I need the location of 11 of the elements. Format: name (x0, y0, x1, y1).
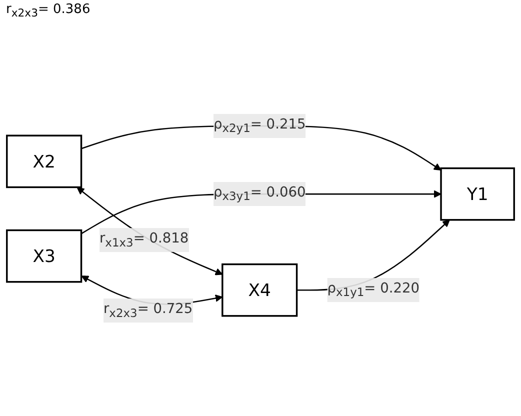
node-box: X2 (6, 135, 82, 189)
node-box: X3 (6, 230, 82, 284)
node-box: Y1 (440, 168, 515, 222)
node-box: X4 (222, 264, 298, 318)
edge-label: ρ$_{x1y1}$= 0.220 (327, 280, 420, 300)
edge-label: ρ$_{x3y1}$= 0.060 (213, 184, 306, 204)
arrow (76, 188, 223, 276)
coefficient-label: r$_{x2x3}$= 0.386 (6, 2, 92, 20)
edge-label: r$_{x2x3}$= 0.725 (104, 300, 193, 321)
edge-label: r$_{x1x3}$= 0.818 (100, 230, 189, 250)
edge-label: ρ$_{x2y1}$= 0.215 (213, 116, 306, 136)
